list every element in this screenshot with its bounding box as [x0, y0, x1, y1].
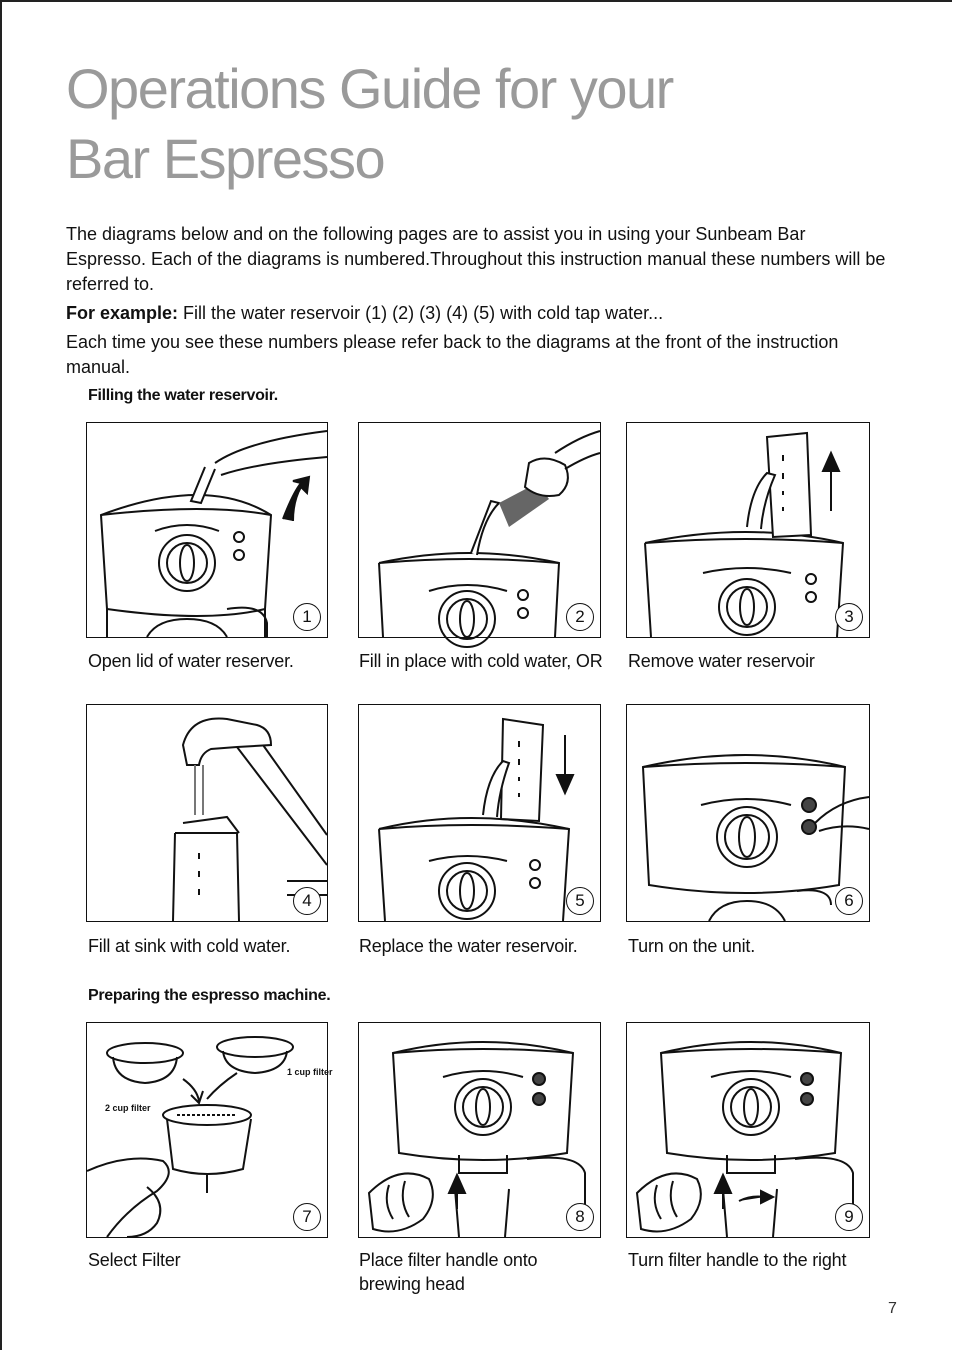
caption-step-7: Select Filter [88, 1250, 181, 1270]
section-heading-filling: Filling the water reservoir. [88, 387, 278, 404]
caption-step-5: Replace the water reservoir. [359, 936, 578, 956]
illustration-fill-in-place [378, 430, 601, 648]
one-cup-filter-label: 1 cup filter [287, 1067, 333, 1077]
illustration-place-filter-handle [367, 1041, 586, 1238]
diagram-panel-5: 5 [358, 704, 601, 922]
step-number-1: 1 [293, 603, 321, 631]
illustration-fill-at-sink [172, 717, 328, 922]
step-number-6: 6 [835, 887, 863, 915]
diagram-panel-2: 2 [358, 422, 601, 648]
caption-step-8: Place filter handle onto brewing head [359, 1250, 538, 1294]
illustration-replace-reservoir [378, 717, 575, 922]
refer-paragraph: Each time you see these numbers please r… [66, 332, 839, 377]
step-number-2: 2 [566, 603, 594, 631]
illustration-remove-reservoir [644, 431, 845, 638]
example-label: For example: [66, 303, 179, 323]
intro-paragraph: The diagrams below and on the following … [66, 224, 886, 294]
intro-text: The diagrams below and on the following … [66, 222, 886, 384]
two-cup-filter-label: 2 cup filter [105, 1103, 151, 1113]
step-number-7: 7 [293, 1203, 321, 1231]
step-number-5: 5 [566, 887, 594, 915]
illustration-turn-filter-handle [635, 1041, 854, 1238]
illustration-turn-on [641, 754, 870, 922]
title-line-1: Operations Guide for your [66, 57, 674, 120]
diagram-panel-3: 3 [626, 422, 870, 638]
caption-step-9: Turn filter handle to the right [628, 1250, 847, 1270]
section-heading-preparing: Preparing the espresso machine. [88, 987, 331, 1004]
example-paragraph: For example: Fill the water reservoir (1… [66, 301, 886, 326]
illustration-select-filter: 1 cup filter 2 cup filter [86, 1036, 333, 1238]
caption-step-1: Open lid of water reserver. [88, 651, 294, 671]
diagram-panel-6: 6 [626, 704, 870, 922]
diagram-panel-1: 1 [86, 422, 328, 638]
step-number-9: 9 [835, 1203, 863, 1231]
caption-step-6: Turn on the unit. [628, 936, 756, 956]
caption-step-4: Fill at sink with cold water. [88, 936, 291, 956]
caption-step-3: Remove water reservoir [628, 651, 815, 671]
page-number: 7 [888, 1300, 897, 1317]
page-title: Operations Guide for your Bar Espresso [66, 54, 674, 194]
illustration-open-lid [99, 430, 328, 638]
caption-step-2: Fill in place with cold water, OR [359, 651, 603, 671]
diagram-panel-8: 8 [358, 1022, 601, 1238]
diagram-panel-7: 1 cup filter 2 cup filter 7 [86, 1022, 333, 1238]
title-line-2: Bar Espresso [66, 127, 386, 190]
step-number-3: 3 [835, 603, 863, 631]
example-text: Fill the water reservoir (1) (2) (3) (4)… [178, 303, 664, 323]
step-number-8: 8 [566, 1203, 594, 1231]
step-number-4: 4 [293, 887, 321, 915]
diagram-panel-9: 9 [626, 1022, 870, 1238]
diagram-panel-4: 4 [86, 704, 328, 922]
